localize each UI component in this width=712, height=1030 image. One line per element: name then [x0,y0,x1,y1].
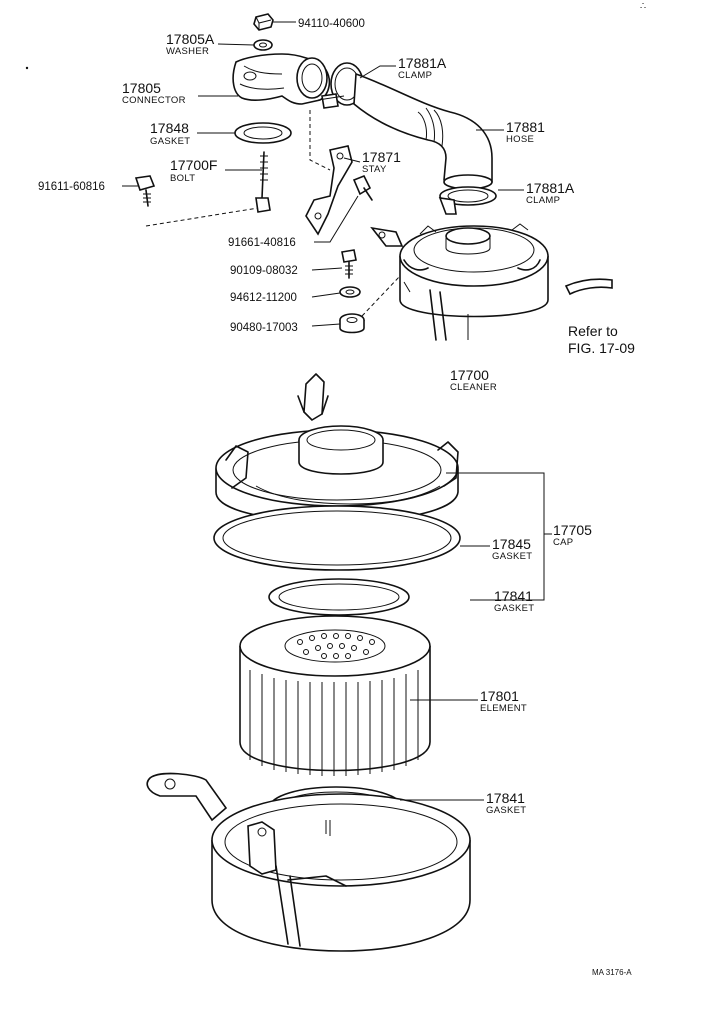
svg-text:WASHER: WASHER [166,46,209,57]
label-long-bolt: 17700F BOLT [170,157,217,184]
label-stay-bolt: 91661-40816 [228,237,296,249]
svg-text:17871: 17871 [362,149,401,165]
svg-text:17705: 17705 [553,522,592,538]
svg-text:17881A: 17881A [398,55,447,71]
label-screw: 90109-08032 [230,265,298,277]
stay-bolt-drawing [352,174,373,201]
svg-text:17841: 17841 [486,790,525,806]
svg-text:91611-60816: 91611-60816 [38,181,105,193]
label-cap: 17705 CAP [553,522,592,548]
label-upper-gasket: 17841 GASKET [494,588,534,614]
connector-drawing [232,53,331,105]
label-element: 17801 ELEMENT [480,688,527,714]
svg-text:17845: 17845 [492,536,531,552]
svg-text:HOSE: HOSE [506,134,534,145]
hose-drawing [353,72,493,190]
reference-seal-drawing [564,278,613,296]
alignment-line-stay [309,110,331,171]
svg-text:CLEANER: CLEANER [450,382,497,393]
svg-text:CLAMP: CLAMP [526,195,560,206]
label-cleaner: 17700 CLEANER [450,367,497,393]
svg-text:17841: 17841 [494,588,533,604]
label-small-washer: 94612-11200 [230,292,297,304]
long-bolt-drawing [255,151,271,213]
svg-text:Refer to: Refer to [568,323,618,339]
side-bolt-drawing [134,175,156,207]
cleaner-assembly-drawing [370,223,549,341]
svg-text:17881: 17881 [506,119,545,135]
svg-text:17700F: 17700F [170,157,217,173]
label-hose: 17881 HOSE [506,119,545,145]
svg-text:17881A: 17881A [526,180,575,196]
label-lower-clamp: 17881A CLAMP [526,180,575,206]
svg-text:GASKET: GASKET [150,136,190,147]
label-side-bolt: 91611-60816 [38,181,105,193]
leader-lines [122,21,552,801]
element-drawing [239,615,431,776]
cap-drawing [215,373,459,523]
svg-text:17805A: 17805A [166,31,215,47]
svg-text:17848: 17848 [150,120,189,136]
alignment-line-bolt [145,207,259,227]
label-connector-gasket: 17848 GASKET [150,120,190,147]
svg-text:STAY: STAY [362,164,387,175]
label-stay: 17871 STAY [362,149,401,175]
svg-text:90480-17003: 90480-17003 [230,322,298,334]
label-connector: 17805 CONNECTOR [122,80,186,106]
connector-gasket-drawing [234,122,292,144]
svg-text:17805: 17805 [122,80,161,96]
svg-text:94612-11200: 94612-11200 [230,292,297,304]
label-grommet: 90480-17003 [230,322,298,334]
label-nut: 94110-40600 [298,18,365,30]
stay-drawing [305,145,353,236]
svg-text:90109-08032: 90109-08032 [230,265,298,277]
small-washer-drawing [339,286,361,298]
svg-text:CONNECTOR: CONNECTOR [122,95,186,106]
svg-text:ELEMENT: ELEMENT [480,703,527,714]
alignment-line-grommet [361,275,401,317]
svg-text:GASKET: GASKET [486,805,526,816]
corner-mark: ∴ [640,1,646,12]
speck-mark [25,66,29,70]
nut-drawing [253,13,274,31]
grommet-drawing [339,313,365,334]
case-drawing [146,772,471,952]
svg-text:FIG. 17-09: FIG. 17-09 [568,340,635,356]
svg-text:BOLT: BOLT [170,173,195,184]
cap-gasket-drawing [213,505,461,571]
label-lower-gasket: 17841 GASKET [486,790,526,816]
svg-text:GASKET: GASKET [494,603,534,614]
svg-text:CLAMP: CLAMP [398,70,432,81]
label-cap-gasket: 17845 GASKET [492,536,532,562]
upper-gasket-drawing [268,578,410,616]
svg-text:94110-40600: 94110-40600 [298,18,365,30]
screw-drawing [341,249,357,279]
washer-drawing [253,39,273,51]
svg-text:17700: 17700 [450,367,489,383]
svg-text:GASKET: GASKET [492,551,532,562]
svg-text:17801: 17801 [480,688,519,704]
svg-text:91661-40816: 91661-40816 [228,237,296,249]
svg-text:CAP: CAP [553,537,573,548]
drawing-code: MA 3176-A [592,968,632,977]
lower-clamp-drawing [438,186,497,215]
label-washer: 17805A WASHER [166,31,215,57]
label-top-clamp: 17881A CLAMP [398,55,447,81]
label-reference: Refer to FIG. 17-09 [568,323,635,356]
